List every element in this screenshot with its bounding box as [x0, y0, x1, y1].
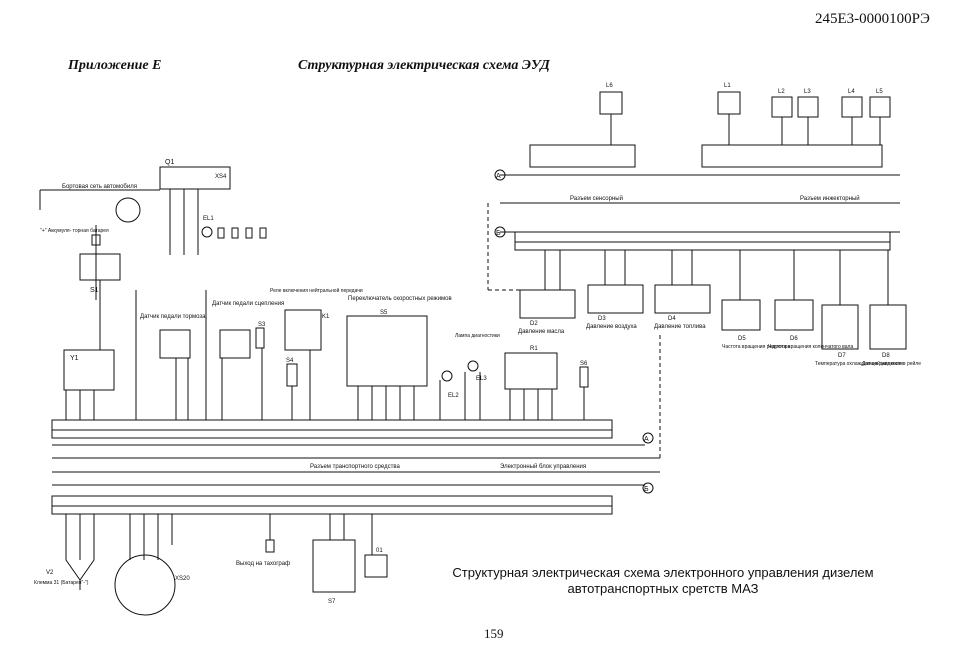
l2-injector [771, 96, 793, 118]
d4-title: Давление топлива [654, 324, 706, 330]
marker-a-bottom: А [644, 436, 649, 443]
s1-brake-sensor [159, 329, 191, 359]
battery-symbol [115, 197, 141, 223]
d7-title: Температура охлаждающей жидкости [815, 360, 903, 367]
d2-title: Давление масла [518, 329, 565, 335]
battery-label: "+" Аккумуля- торная батарея [40, 228, 109, 234]
d7-label: D7 [838, 353, 846, 359]
d3-title: Давление воздуха [586, 324, 637, 330]
d3-label: D3 [598, 316, 606, 322]
diag-lamp-label: Лампа диагностики [455, 333, 500, 339]
s1-label: S1 [90, 287, 99, 294]
r1-block [504, 352, 558, 390]
l1-label: L1 [724, 83, 731, 89]
s1-relay [79, 253, 121, 281]
s7-block [312, 539, 356, 593]
ecu-label: Электронный блок управления [500, 463, 586, 470]
d2-label: D2 [530, 321, 538, 327]
xs22-connector [514, 231, 891, 243]
el2-lamp [441, 370, 453, 382]
brake-sensor-label: Датчик педали тормоза [140, 314, 206, 320]
neutral-relay-label: Реле включения нейтральной передачи [270, 287, 363, 294]
l3-injector [797, 96, 819, 118]
el2-label: EL2 [448, 393, 459, 399]
conn-inj-label: Разъем инжекторный [800, 195, 860, 202]
xs4-label: XS4 [215, 174, 227, 180]
q1-label: Q1 [165, 159, 174, 166]
conn-veh-label: Разъем транспортного средства [310, 464, 400, 470]
d4-fuel-pressure [654, 284, 711, 314]
d2-oil-pressure [519, 289, 576, 319]
ground-label: Клемма 31 (Батарея"-") [34, 580, 89, 586]
d8-rail-pressure [869, 304, 907, 350]
d4-label: D4 [668, 316, 676, 322]
l6-label: L6 [606, 83, 613, 89]
board-net-label: Бортовая сеть автомобиля [62, 184, 137, 190]
xs3-connector [701, 144, 883, 168]
tacho-output [265, 539, 275, 553]
s6-label: S6 [580, 361, 588, 367]
s3-label: S3 [258, 322, 266, 328]
l4-injector [841, 96, 863, 118]
conn-sensor-label: Разъем сенсорный [570, 195, 623, 202]
marker-b-top: Б [496, 230, 501, 237]
marker-a-top: А [496, 173, 501, 180]
el1-lamp [201, 226, 213, 238]
speed-switch-label: Переключатель скоростных режимов [348, 296, 452, 302]
r1-label: R1 [530, 346, 538, 352]
o1-label: 01 [376, 548, 383, 554]
l2-label: L2 [778, 89, 785, 95]
marker-b-bottom: Б [644, 486, 649, 493]
d7-coolant-temp [821, 304, 859, 350]
el3-label: EL3 [476, 376, 487, 382]
l6-injector [599, 91, 623, 115]
caption-line-2: автотранспортных сретств МАЗ [567, 581, 759, 596]
q1-block [159, 166, 231, 190]
page-number: 159 [484, 626, 504, 641]
xs2-bottom [51, 495, 613, 507]
s4-label: S4 [286, 358, 294, 364]
d8-title: Датчик давления в рейле [862, 360, 921, 367]
s2-clutch-sensor [219, 329, 251, 359]
o1-block [364, 554, 388, 578]
caption-line-1: Структурная электрическая схема электрон… [452, 565, 874, 580]
s3-switch [255, 327, 265, 349]
diagram-title: Структурная электрическая схема ЭУД [298, 58, 550, 73]
v2-label: V2 [46, 570, 54, 576]
d5-title: Частота вращения редуктора [722, 344, 791, 350]
l4-label: L4 [848, 89, 855, 95]
d5-label: D5 [738, 336, 746, 342]
d6-label: D6 [790, 336, 798, 342]
figure-caption: Структурная электрическая схема электрон… [433, 565, 893, 597]
d5-gearbox-speed [721, 299, 761, 331]
s4-switch [286, 363, 298, 387]
l3-label: L3 [804, 89, 811, 95]
l5-injector [869, 96, 891, 118]
y1-block [63, 349, 115, 391]
xs20-label: XS20 [175, 576, 190, 582]
tacho-label: Выход на тахограф [236, 561, 290, 567]
el1-label: EL1 [203, 216, 214, 222]
d6-title: Частота вращения коленчатого вала [768, 344, 853, 350]
s5-label: S5 [380, 310, 388, 316]
el3-lamp [467, 360, 479, 372]
l5-label: L5 [876, 89, 883, 95]
k1-label: K1 [322, 314, 330, 320]
xs1-top [51, 419, 613, 431]
xs21-connector [529, 144, 636, 168]
k1-relay [284, 309, 322, 351]
y1-label: Y1 [70, 355, 79, 362]
document-code: 245E3-0000100РЭ [815, 11, 930, 27]
clutch-sensor-label: Датчик педали сцепления [212, 301, 284, 307]
l1-injector [717, 91, 741, 115]
xs20-diag-connector [114, 554, 176, 616]
appendix-label: Приложение Е [68, 58, 162, 73]
s5-speed-switch [346, 315, 428, 387]
s6-switch [579, 366, 589, 388]
s7-label: S7 [328, 599, 336, 605]
d3-air-pressure [587, 284, 644, 314]
d6-crank-speed [774, 299, 814, 331]
d8-label: D8 [882, 353, 890, 359]
